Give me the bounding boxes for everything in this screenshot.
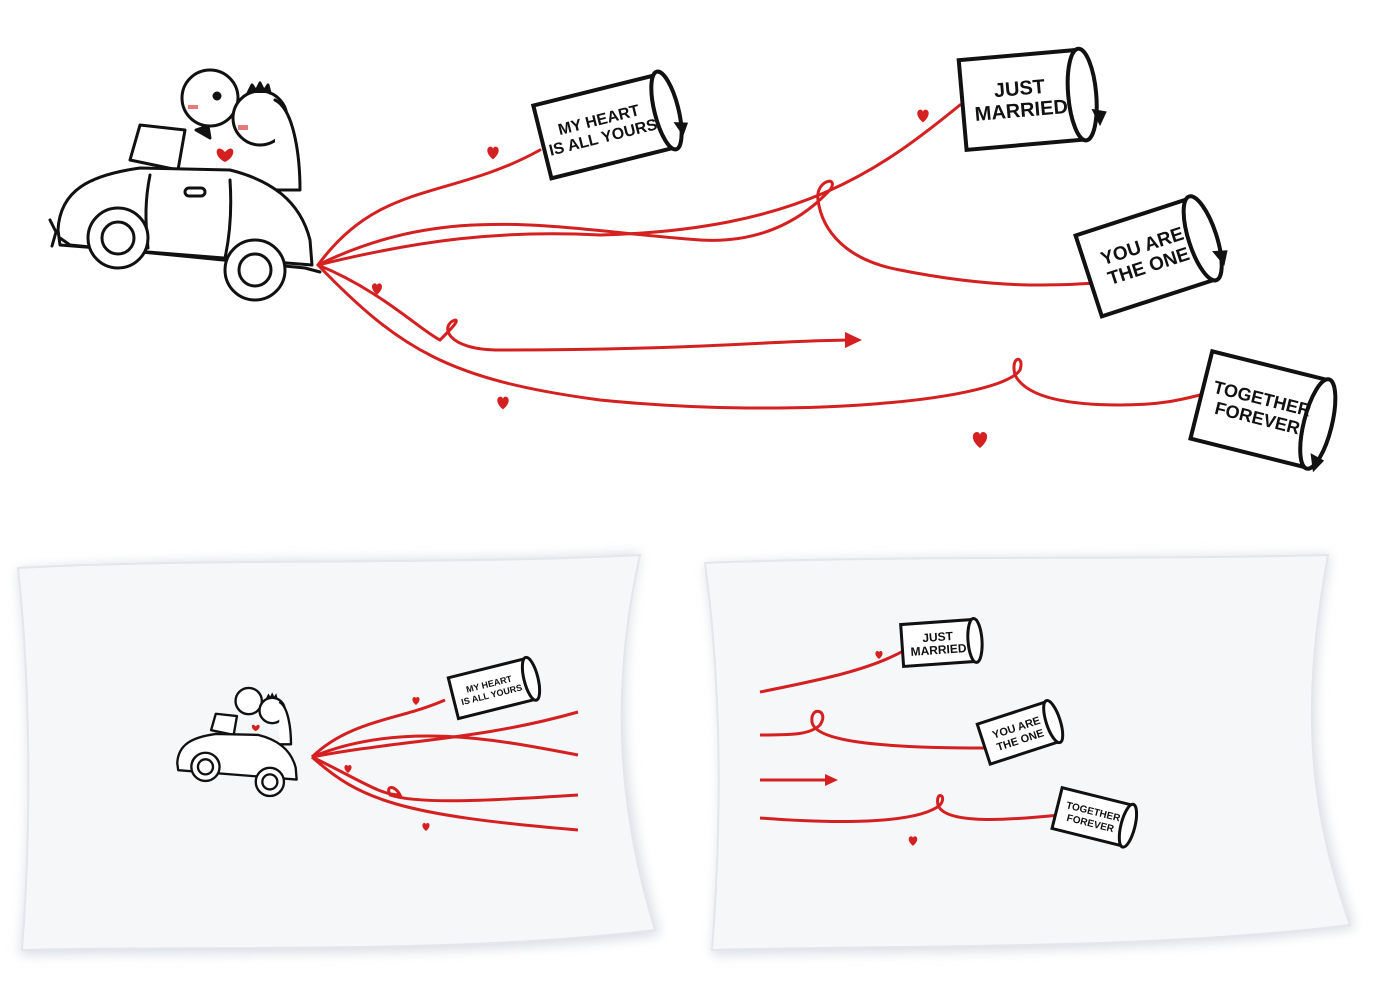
- heart-icon: [487, 146, 499, 160]
- pillow-right: JUST MARRIED YOU ARE THE ONE TOGETHER FO…: [703, 553, 1355, 955]
- ribbons: [316, 103, 1202, 410]
- pillow-can: TOGETHER FOREVER: [1050, 785, 1139, 849]
- arrow-icon: [825, 774, 838, 786]
- heart-icon: [216, 148, 234, 162]
- can-my-heart: MY HEART IS ALL YOURS: [530, 69, 689, 181]
- pillow-left: MY HEART IS ALL YOURS: [16, 553, 660, 955]
- arrow-icon: [845, 332, 862, 348]
- heart-icon: [972, 432, 988, 448]
- groom-head: [180, 68, 240, 128]
- can-you-are-the-one: YOU ARE THE ONE: [1073, 194, 1228, 319]
- pillow-can: MY HEART IS ALL YOURS: [446, 655, 542, 721]
- can-text: JUST: [993, 76, 1046, 102]
- heart-icon: [917, 109, 929, 123]
- heart-icon: [497, 396, 509, 410]
- pillow-ribbons: [759, 648, 1061, 823]
- blush: [188, 105, 248, 130]
- top-illustration: MY HEART IS ALL YOURS JUST MARRIED YOU A…: [48, 46, 1338, 473]
- pillow-can: YOU ARE THE ONE: [975, 699, 1065, 766]
- can-text: JUST: [922, 629, 954, 645]
- can-just-married: JUST MARRIED: [956, 46, 1107, 153]
- car-with-couple: [48, 68, 322, 302]
- pillow-ribbons: [310, 698, 579, 832]
- pillow-can: JUST MARRIED: [899, 616, 984, 669]
- can-together-forever: TOGETHER FOREVER: [1188, 348, 1338, 473]
- can-text: MARRIED: [910, 641, 967, 659]
